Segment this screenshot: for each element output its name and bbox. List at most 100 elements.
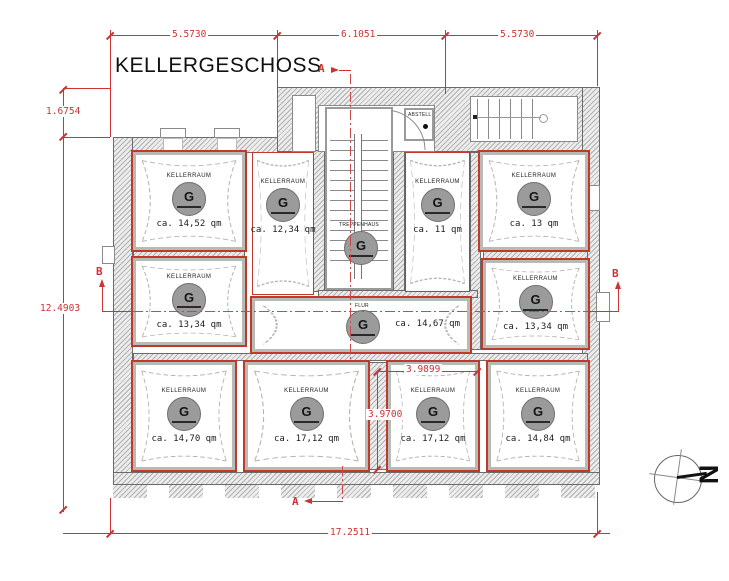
dim-line-left bbox=[63, 88, 64, 512]
leader-line bbox=[102, 287, 103, 312]
vault-arcs bbox=[256, 159, 310, 288]
corridor-flur: FLUR G ca. 14,67 qm bbox=[252, 298, 470, 352]
dim-bottom-total: 17.2511 bbox=[328, 527, 373, 538]
room-kellerraum-3: KELLERRAUM G ca. 11 qm bbox=[405, 152, 470, 292]
walkline-end-dot bbox=[473, 115, 477, 119]
section-line-a bbox=[350, 74, 351, 362]
dim-top-2: 6.1051 bbox=[339, 29, 378, 40]
ext-line bbox=[597, 30, 598, 86]
room-kellerraum-4: KELLERRAUM G ca. 13 qm bbox=[480, 152, 588, 250]
wall-top-left bbox=[113, 137, 278, 153]
room-label: KELLERRAUM bbox=[513, 276, 558, 282]
room-area: ca. 12,34 qm bbox=[250, 225, 316, 235]
room-area: ca. 13 qm bbox=[509, 219, 559, 229]
gully-letter: G bbox=[523, 293, 548, 311]
room-area: ca. 13,34 qm bbox=[156, 319, 222, 330]
vault-arcs bbox=[262, 305, 460, 345]
window-top-2-slot bbox=[217, 138, 237, 152]
vault-arcs bbox=[410, 159, 465, 285]
wall-stair-left bbox=[313, 150, 325, 292]
room-area: ca. 13,34 qm bbox=[502, 322, 569, 332]
gully-symbol: G bbox=[420, 188, 455, 222]
dim-room-width: 3.9899 bbox=[404, 364, 443, 375]
room-kellerraum-6: KELLERRAUM G ca. 13,34 qm bbox=[483, 260, 588, 348]
dim-tick bbox=[58, 505, 68, 514]
gully-symbol: G bbox=[167, 397, 201, 431]
ext-line bbox=[110, 30, 111, 137]
room-label: KELLERRAUM bbox=[511, 173, 557, 179]
ext-line bbox=[597, 492, 598, 533]
room-area: ca. 17,12 qm bbox=[273, 434, 340, 444]
storage-label: ABSTELL bbox=[408, 112, 432, 118]
gully-symbol: G bbox=[521, 397, 555, 431]
section-arrow-a-top bbox=[331, 67, 339, 73]
section-label-b-right: B bbox=[612, 267, 619, 280]
room-label: KELLERRAUM bbox=[166, 273, 212, 280]
window-top-2 bbox=[214, 128, 240, 138]
leader-line bbox=[312, 501, 343, 502]
section-label-a-top: A bbox=[318, 62, 325, 75]
corridor-label: FLUR bbox=[355, 303, 369, 309]
room-area: ca. 14,84 qm bbox=[505, 434, 571, 444]
room-kellerraum-8: KELLERRAUM G ca. 17,12 qm bbox=[245, 362, 368, 470]
room-label: KELLERRAUM bbox=[166, 173, 212, 179]
gully-symbol: G bbox=[517, 182, 551, 216]
north-arrow-circle bbox=[654, 455, 702, 503]
dim-left-total: 12.4903 bbox=[38, 303, 83, 314]
section-label-a-bottom: A bbox=[292, 495, 299, 508]
window-top-1-slot bbox=[163, 138, 183, 152]
gully-letter: G bbox=[525, 405, 551, 423]
gully-symbol: G bbox=[344, 231, 378, 265]
room-label: KELLERRAUM bbox=[410, 388, 456, 394]
wall-mid-horizontal bbox=[133, 353, 588, 361]
room-kellerraum-5: KELLERRAUM G ca. 13,34 qm bbox=[133, 258, 245, 345]
section-arrow-b-right bbox=[615, 281, 621, 289]
room-label: KELLERRAUM bbox=[415, 179, 460, 185]
room-area: ca. 11 qm bbox=[413, 225, 462, 235]
wall-r3-r4 bbox=[470, 152, 481, 350]
entrance-niche bbox=[292, 95, 316, 152]
wall-bottom bbox=[113, 472, 600, 485]
gully-symbol: G bbox=[172, 182, 206, 216]
leader-line bbox=[588, 311, 619, 312]
room-kellerraum-7: KELLERRAUM G ca. 14,70 qm bbox=[133, 362, 235, 470]
gully-letter: G bbox=[176, 190, 202, 208]
gully-letter: G bbox=[350, 318, 376, 336]
leader-line bbox=[102, 311, 133, 312]
room-area: ca. 14,52 qm bbox=[156, 219, 222, 229]
room-area: ca. 17,12 qm bbox=[400, 434, 466, 444]
gully-letter: G bbox=[425, 196, 450, 214]
ext-line bbox=[277, 30, 278, 92]
gully-letter: G bbox=[348, 239, 374, 257]
corridor-area: ca. 14,67 qm bbox=[395, 319, 461, 329]
stair-handrail bbox=[354, 134, 362, 279]
exterior-stair-risers bbox=[477, 99, 539, 139]
gully-symbol: G bbox=[266, 188, 300, 222]
stairwell-room: TREPPENHAUS G bbox=[325, 107, 393, 290]
north-letter: N bbox=[693, 464, 724, 485]
room-label: KELLERRAUM bbox=[284, 388, 329, 394]
gully-symbol: G bbox=[172, 282, 206, 317]
gully-letter: G bbox=[420, 405, 446, 423]
drain-dot bbox=[423, 124, 428, 129]
dim-top-1: 5.5730 bbox=[170, 29, 209, 40]
stairwell-label: TREPPENHAUS bbox=[339, 222, 379, 228]
wall-above-flur bbox=[318, 290, 478, 298]
wall-r1-r5 bbox=[133, 250, 245, 258]
ext-line bbox=[445, 30, 446, 94]
exterior-stair-walkline bbox=[475, 117, 541, 118]
dim-left-offset: 1.6754 bbox=[44, 106, 83, 117]
section-arrow-a-bottom bbox=[304, 498, 312, 504]
window-right-2 bbox=[596, 292, 610, 322]
section-arrow-b-left bbox=[99, 279, 105, 287]
ext-line bbox=[64, 88, 110, 89]
section-line-a-lower bbox=[342, 466, 343, 502]
gully-letter: G bbox=[176, 290, 202, 309]
ext-line bbox=[110, 498, 111, 533]
room-kellerraum-2: KELLERRAUM G ca. 12,34 qm bbox=[250, 152, 316, 295]
gully-letter: G bbox=[521, 190, 547, 208]
exterior-stair bbox=[470, 96, 578, 142]
walkline-start-circle bbox=[539, 114, 548, 123]
ext-line bbox=[64, 137, 110, 138]
